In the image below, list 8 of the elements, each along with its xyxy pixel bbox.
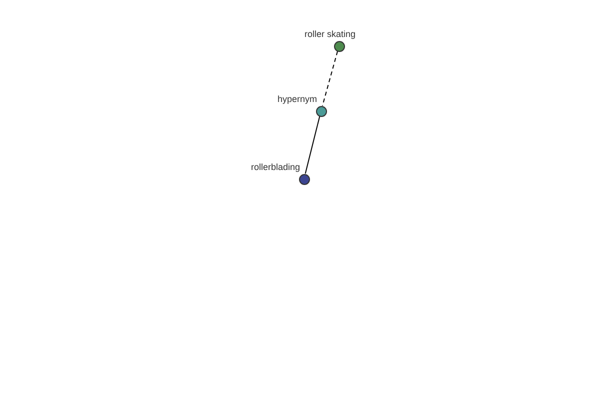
graph-node	[298, 174, 310, 184]
dashed-connector-line	[322, 50, 338, 106]
node-label: rollerblading	[250, 162, 300, 173]
node-label: roller skating	[303, 29, 357, 40]
node-label: hypernym	[276, 94, 317, 105]
graph-node	[334, 40, 344, 52]
connector-line	[304, 116, 320, 174]
graph-node	[316, 106, 326, 116]
